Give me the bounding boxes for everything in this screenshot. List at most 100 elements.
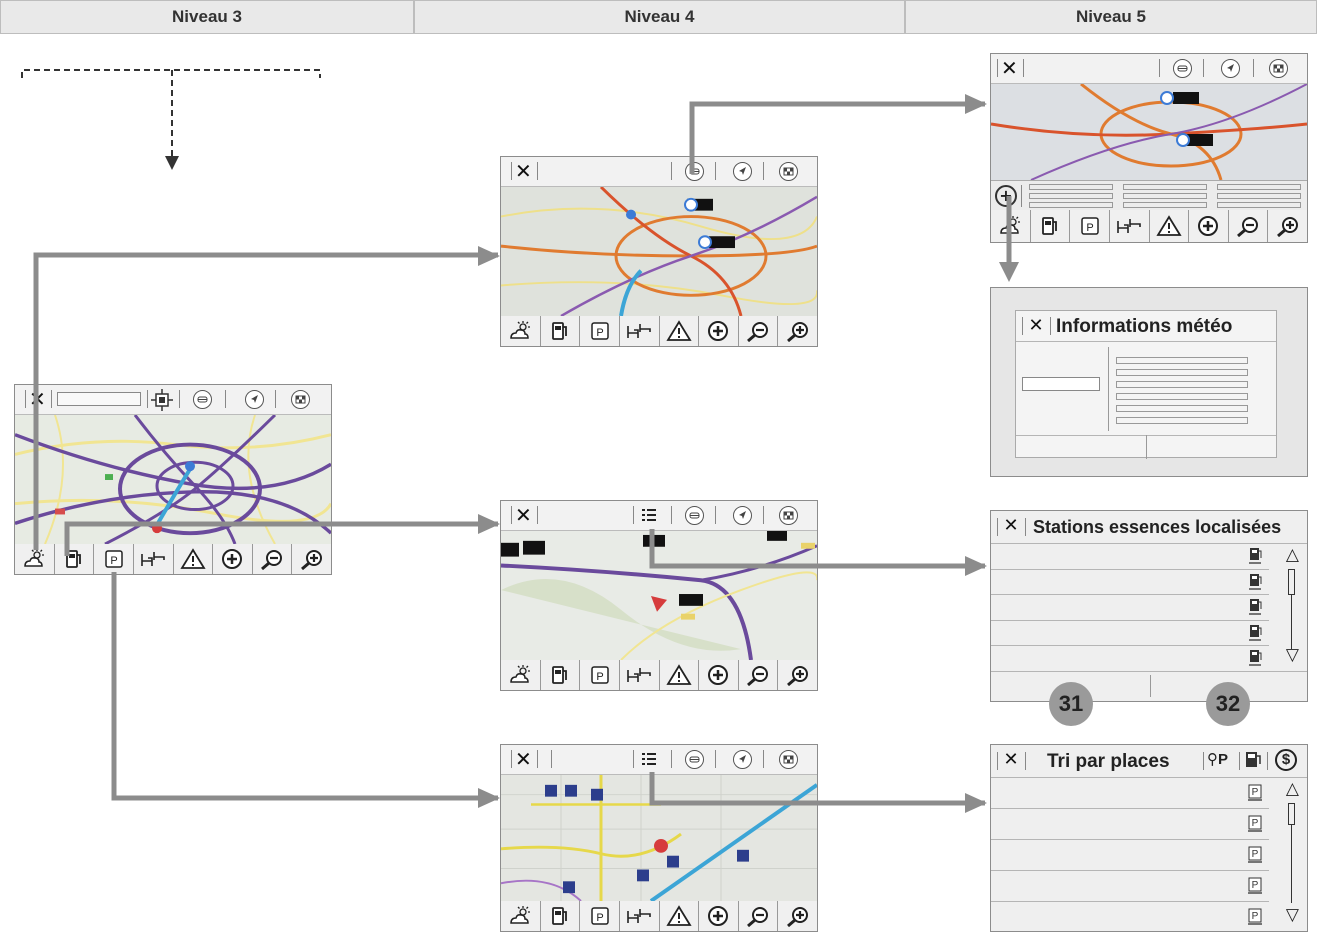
hotel-icon[interactable] [134, 544, 174, 574]
poi-plus-icon[interactable] [699, 316, 739, 346]
fuel-icon[interactable] [1031, 210, 1071, 242]
compass-icon[interactable] [733, 162, 752, 181]
weather-icon[interactable] [991, 210, 1031, 242]
list-icon[interactable] [641, 751, 657, 767]
zoom-in-icon[interactable] [778, 901, 817, 931]
close-icon[interactable]: ✕ [29, 387, 46, 411]
zoom-in-icon[interactable] [778, 316, 817, 346]
route-view-icon[interactable] [685, 506, 704, 525]
fuel-station-row[interactable] [991, 543, 1269, 569]
scrollbar-thumb[interactable] [1288, 569, 1295, 595]
close-icon[interactable]: ✕ [515, 503, 532, 527]
fuel-station-row[interactable] [991, 645, 1269, 671]
parking-icon[interactable]: P [1070, 210, 1110, 242]
destination-flag-icon[interactable] [291, 390, 310, 409]
parking-icon[interactable]: P [580, 316, 620, 346]
parking-row[interactable]: P [991, 870, 1269, 901]
scroll-up-icon[interactable]: △ [1285, 545, 1299, 565]
close-icon[interactable]: ✕ [1003, 749, 1019, 770]
scrollbar-track[interactable] [1291, 825, 1292, 903]
level4-weather-toolbar: P [501, 316, 817, 346]
parking-row[interactable]: P [991, 901, 1269, 932]
zoom-in-icon[interactable] [292, 544, 331, 574]
zoom-in-icon[interactable] [778, 660, 817, 690]
level4-parking-map[interactable] [501, 775, 817, 901]
crosshair-icon[interactable] [151, 389, 173, 411]
zoom-out-icon[interactable] [253, 544, 293, 574]
weather-icon[interactable] [501, 316, 541, 346]
list-icon[interactable] [641, 507, 657, 523]
sort-by-fuel-icon[interactable] [1243, 750, 1263, 770]
route-view-icon[interactable] [1173, 59, 1192, 78]
compass-icon[interactable] [733, 506, 752, 525]
poi-plus-icon[interactable] [699, 660, 739, 690]
zoom-out-icon[interactable] [1229, 210, 1269, 242]
fuel-icon[interactable] [541, 316, 581, 346]
zoom-out-icon[interactable] [739, 660, 779, 690]
weather-icon[interactable] [15, 544, 55, 574]
parking-icon[interactable]: P [94, 544, 134, 574]
level5-weather-map[interactable] [991, 84, 1307, 180]
close-icon[interactable]: ✕ [515, 159, 532, 183]
weather-icon[interactable] [501, 901, 541, 931]
poi-plus-icon[interactable] [1189, 210, 1229, 242]
hotel-icon[interactable] [1110, 210, 1150, 242]
warning-icon[interactable] [660, 660, 700, 690]
close-icon[interactable]: ✕ [1003, 515, 1019, 536]
route-view-icon[interactable] [193, 390, 212, 409]
list-row-divider [991, 901, 1269, 902]
zoom-in-icon[interactable] [1268, 210, 1307, 242]
weather-icon[interactable] [501, 660, 541, 690]
route-view-icon[interactable] [685, 162, 704, 181]
fuel-station-row[interactable] [991, 620, 1269, 646]
fuel-icon[interactable] [541, 901, 581, 931]
parking-row[interactable]: P [991, 808, 1269, 839]
scroll-down-icon[interactable]: ▽ [1285, 645, 1299, 665]
scroll-down-icon[interactable]: ▽ [1285, 905, 1299, 925]
close-icon[interactable]: ✕ [515, 747, 532, 771]
sort-by-places-button[interactable]: ⚲P [1207, 750, 1229, 768]
parking-icon[interactable]: P [580, 901, 620, 931]
destination-flag-icon[interactable] [779, 750, 798, 769]
hotel-icon[interactable] [620, 660, 660, 690]
poi-plus-icon[interactable] [699, 901, 739, 931]
hotel-icon[interactable] [620, 901, 660, 931]
parking-row[interactable]: P [991, 839, 1269, 870]
level4-weather-map[interactable] [501, 187, 817, 316]
scrollbar-track[interactable] [1291, 595, 1292, 649]
destination-flag-icon[interactable] [1269, 59, 1288, 78]
parking-icon: P [1248, 877, 1262, 894]
compass-icon[interactable] [245, 390, 264, 409]
poi-plus-icon[interactable] [213, 544, 253, 574]
level4-fuel-map[interactable] [501, 531, 817, 660]
warning-icon[interactable] [174, 544, 214, 574]
fuel-station-row[interactable] [991, 569, 1269, 595]
scroll-up-icon[interactable]: △ [1285, 779, 1299, 799]
close-icon[interactable]: ✕ [1001, 56, 1018, 80]
zoom-out-icon[interactable] [739, 901, 779, 931]
destination-flag-icon[interactable] [779, 506, 798, 525]
search-input[interactable] [57, 392, 141, 406]
warning-icon[interactable] [660, 901, 700, 931]
compass-icon[interactable] [1221, 59, 1240, 78]
scrollbar-thumb[interactable] [1288, 803, 1295, 825]
parking-icon[interactable]: P [580, 660, 620, 690]
warning-icon[interactable] [660, 316, 700, 346]
parking-row[interactable]: P [991, 777, 1269, 808]
plus-circle-icon[interactable]: + [995, 185, 1017, 207]
callout-31: 31 [1049, 682, 1093, 726]
route-view-icon[interactable] [685, 750, 704, 769]
list-row-divider [991, 619, 1269, 621]
fuel-station-row[interactable] [991, 594, 1269, 620]
warning-icon[interactable] [1150, 210, 1190, 242]
hotel-icon[interactable] [620, 316, 660, 346]
sort-by-price-icon[interactable]: $ [1275, 749, 1297, 771]
fuel-icon[interactable] [541, 660, 581, 690]
level3-topbar: ✕ [15, 385, 331, 415]
destination-flag-icon[interactable] [779, 162, 798, 181]
compass-icon[interactable] [733, 750, 752, 769]
level3-map[interactable] [15, 415, 331, 544]
fuel-icon[interactable] [55, 544, 95, 574]
close-icon[interactable]: ✕ [1028, 315, 1044, 336]
zoom-out-icon[interactable] [739, 316, 779, 346]
